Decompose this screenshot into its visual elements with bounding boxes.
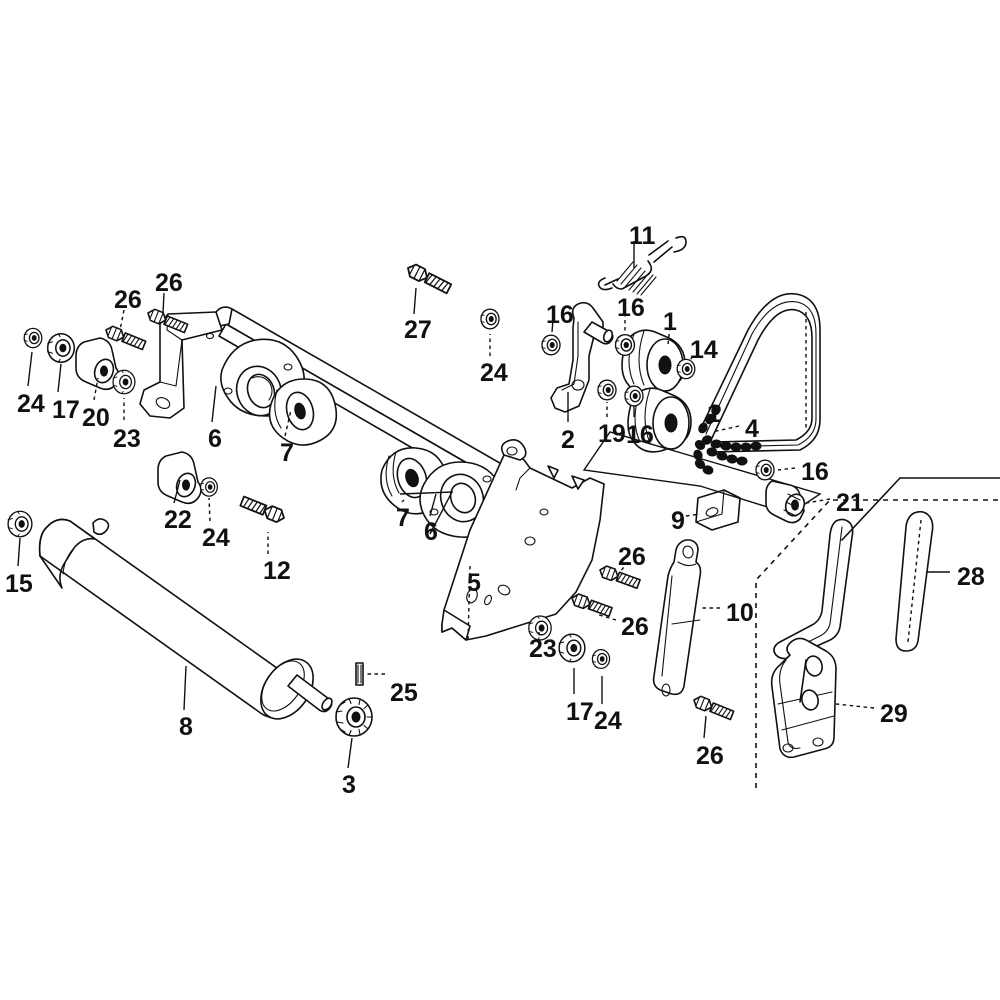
part-28-handle-grip	[895, 510, 934, 652]
part-11-tension-spring	[597, 235, 687, 296]
inset-detail-box	[755, 477, 1000, 788]
part-3-drive-sprocket	[335, 697, 373, 737]
callout-5: 5	[467, 569, 481, 597]
callout-29: 29	[880, 700, 908, 728]
part-4-drive-chain	[693, 292, 821, 475]
callout-16: 16	[801, 458, 829, 486]
callout-2: 2	[561, 426, 575, 454]
callout-26: 26	[114, 286, 142, 314]
callout-leader-lines	[17, 241, 950, 769]
part-21-stud	[765, 480, 806, 524]
part-5-main-side-plate	[441, 439, 605, 641]
part-2-tensioner-bracket	[550, 301, 614, 413]
callout-16: 16	[546, 301, 574, 329]
part-19-washer	[597, 379, 617, 401]
callout-19: 19	[598, 420, 626, 448]
callout-3: 3	[342, 771, 356, 799]
part-16-washer-a	[541, 334, 561, 356]
callout-23: 23	[113, 425, 141, 453]
part-27-bolt	[404, 261, 453, 296]
part-1-pulley-upper	[621, 329, 686, 395]
part-7-bearing-collar-upper	[268, 378, 338, 446]
callout-26: 26	[696, 742, 724, 770]
callout-15: 15	[5, 570, 33, 598]
part-26-bolt-d	[569, 591, 614, 619]
part-22-collar	[157, 451, 202, 505]
part-16-washer-d	[755, 459, 775, 481]
part-8-roller-drum	[38, 518, 333, 720]
callout-26: 26	[621, 613, 649, 641]
callout-8: 8	[179, 713, 193, 741]
callout-28: 28	[957, 563, 985, 591]
callout-12: 12	[263, 557, 291, 585]
callout-1: 1	[663, 308, 677, 336]
callout-11: 11	[629, 222, 656, 250]
part-12-bolt	[238, 494, 288, 525]
callout-26: 26	[618, 543, 646, 571]
part-24-washer-d	[591, 649, 611, 669]
part-29-handle-bracket	[770, 518, 854, 759]
callout-10: 10	[726, 599, 754, 627]
callout-24: 24	[17, 390, 45, 418]
part-17-nut-a	[46, 332, 76, 364]
callout-24: 24	[202, 524, 230, 552]
callout-27: 27	[404, 316, 432, 344]
callout-14: 14	[690, 336, 718, 364]
callout-4: 4	[745, 415, 759, 443]
callout-7: 7	[280, 439, 294, 467]
part-24-washer-a	[23, 327, 43, 349]
callout-24: 24	[480, 359, 508, 387]
part-24-washer-c	[200, 477, 218, 497]
callout-17: 17	[566, 698, 594, 726]
part-1-pulley-lower	[627, 387, 692, 453]
part-16-washer-c	[624, 385, 644, 407]
callout-6: 6	[208, 425, 222, 453]
assembly-leader-outlines	[399, 431, 822, 535]
callout-1: 1	[707, 400, 721, 428]
part-17-nut-b	[558, 633, 586, 663]
callout-17: 17	[52, 396, 80, 424]
callout-16: 16	[626, 421, 654, 449]
callout-9: 9	[671, 507, 685, 535]
part-24-washer-b	[480, 308, 500, 330]
callout-6: 6	[424, 518, 438, 546]
part-25-woodruff-key	[355, 662, 364, 686]
part-15-flange-nut	[7, 510, 33, 538]
part-23-nut-a	[112, 369, 136, 395]
part-10-link-arm	[652, 539, 702, 697]
callout-22: 22	[164, 506, 192, 534]
callout-16: 16	[617, 294, 645, 322]
callout-21: 21	[836, 489, 864, 517]
part-9-spacer-block	[695, 489, 741, 531]
callout-26: 26	[155, 269, 183, 297]
callout-23: 23	[529, 635, 557, 663]
part-26-bolt-e	[690, 693, 736, 722]
part-16-washer-b	[614, 333, 636, 357]
callout-24: 24	[594, 707, 622, 735]
callout-20: 20	[82, 404, 110, 432]
callout-25: 25	[390, 679, 418, 707]
callout-7: 7	[396, 504, 410, 532]
part-20-bushing	[75, 337, 120, 391]
